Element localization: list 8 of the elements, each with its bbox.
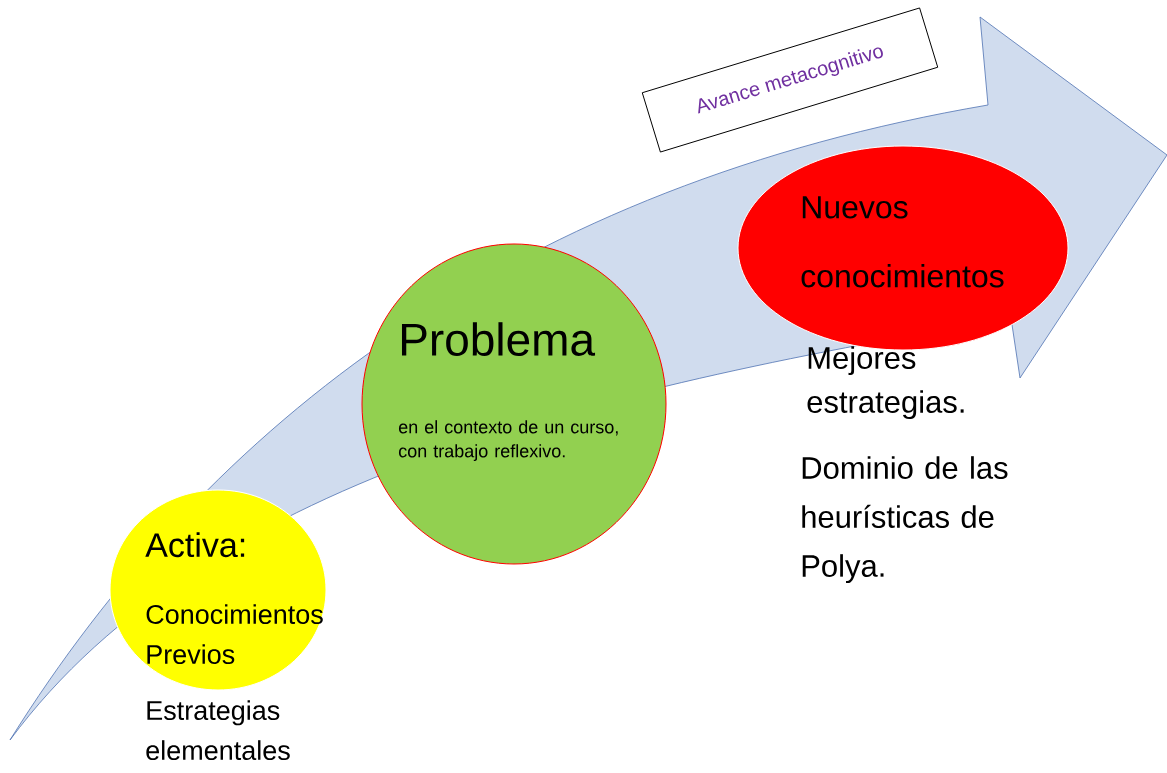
note-text: Estrategias elementales (146, 700, 290, 760)
heading: Nuevos conocimientos (801, 196, 1004, 288)
body-text: en el contexto de un curso, con trabajo reflexivo. (398, 420, 618, 461)
note-text: Mejores estrategias. (807, 346, 964, 420)
heading: Problema (402, 322, 596, 356)
note-text: Dominio de las heurísticas de Polya. (802, 456, 1008, 584)
body-text: Conocimientos Previos (146, 604, 323, 664)
heading: Activa: (145, 532, 245, 558)
